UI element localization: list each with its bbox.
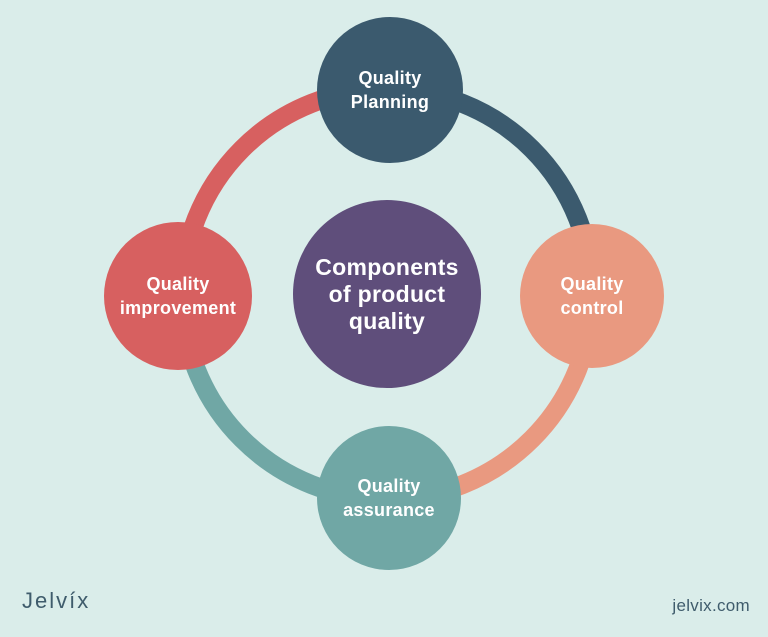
quality-assurance-label-line-1: Quality bbox=[357, 476, 421, 496]
quality-improvement-label-line-1: Quality bbox=[146, 274, 210, 294]
center-node-label-line-3: quality bbox=[348, 307, 426, 334]
node-quality-improvement: Quality improvement bbox=[104, 222, 252, 370]
quality-assurance-label-line-2: assurance bbox=[343, 500, 435, 520]
quality-control-label-line-1: Quality bbox=[560, 274, 624, 294]
quality-improvement-label-line-2: improvement bbox=[119, 298, 237, 318]
jelvix-logo: Jelvíx bbox=[22, 588, 91, 613]
quality-planning-label-line-2: Planning bbox=[350, 92, 430, 112]
node-quality-control: Quality control bbox=[520, 224, 664, 368]
center-node-label-line-2: of product bbox=[328, 280, 446, 307]
node-quality-planning: Quality Planning bbox=[317, 17, 463, 163]
center-node-label-line-1: Components bbox=[315, 253, 459, 280]
quality-planning-label-line-1: Quality bbox=[358, 68, 422, 88]
jelvix-website-text: jelvix.com bbox=[672, 596, 750, 615]
node-quality-assurance: Quality assurance bbox=[317, 426, 461, 570]
quality-control-label-line-2: control bbox=[560, 298, 624, 318]
center-node-components-of-product-quality: Components of product quality bbox=[293, 200, 481, 388]
